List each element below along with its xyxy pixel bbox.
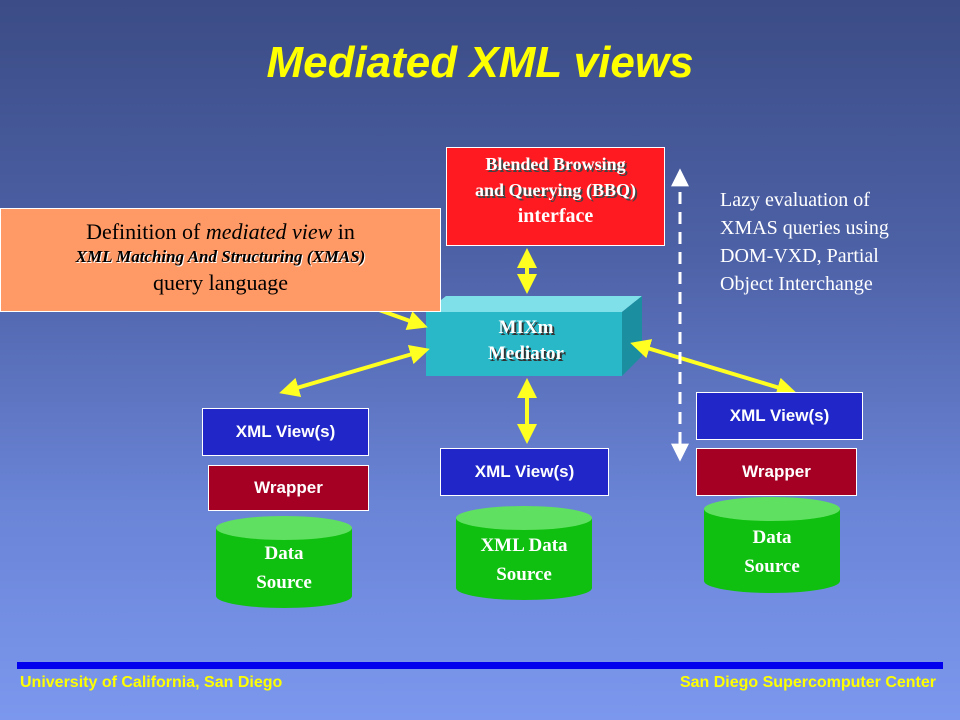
definition-line-1-emphasis: mediated view xyxy=(205,219,333,244)
definition-line-1: Definition of mediated view in xyxy=(1,218,440,246)
right-data-source-label: Data Source xyxy=(704,523,840,581)
mediator-label: MIXm Mediator xyxy=(426,315,626,367)
left-data-source-cylinder xyxy=(216,516,352,608)
left-data-source-label-line-1: Data xyxy=(264,543,304,564)
lazy-evaluation-note: Lazy evaluation of XMAS queries using DO… xyxy=(720,186,950,298)
right-data-source-label-line-2: Source xyxy=(744,556,800,577)
slide-title: Mediated XML views xyxy=(266,38,694,87)
lazy-note-line-4: Object Interchange xyxy=(720,273,873,295)
definition-line-3: query language xyxy=(153,270,288,295)
mediated-view-definition-box: Definition of mediated view in XML Match… xyxy=(0,208,441,312)
middle-data-source-label: XML Data Source xyxy=(456,531,592,589)
right-wrapper-box: Wrapper xyxy=(696,448,857,496)
definition-line-1-post: in xyxy=(332,219,355,244)
right-data-source-label-line-1: Data xyxy=(752,527,792,548)
middle-xml-view-box: XML View(s) xyxy=(440,448,609,496)
mediator-box-front xyxy=(426,312,622,376)
mediator-box xyxy=(426,296,642,376)
mediator-label-line-2: Mediator xyxy=(488,343,564,364)
bbq-interface-box: Blended Browsing and Querying (BBQ) inte… xyxy=(446,147,665,246)
arrow-mediator-left-view xyxy=(279,344,430,398)
middle-data-source-cylinder xyxy=(456,506,592,600)
left-xml-view-box: XML View(s) xyxy=(202,408,369,456)
mediator-label-line-1: MIXm xyxy=(498,317,554,338)
left-data-source-label-line-2: Source xyxy=(256,572,312,593)
right-data-source-cylinder xyxy=(704,497,840,593)
lazy-note-line-1: Lazy evaluation of xyxy=(720,189,870,211)
middle-data-source-label-line-1: XML Data xyxy=(480,535,568,556)
left-data-source-label: Data Source xyxy=(216,539,352,597)
lazy-note-line-3: DOM-VXD, Partial xyxy=(720,245,879,267)
footer-right-institution: San Diego Supercomputer Center xyxy=(679,674,936,691)
mediator-box-top xyxy=(426,296,642,312)
arrow-mediator-right-view xyxy=(630,339,797,397)
bbq-line-2: and Querying (BBQ) xyxy=(474,180,637,200)
definition-line-2: XML Matching And Structuring (XMAS) xyxy=(75,247,366,266)
footer-divider xyxy=(17,662,943,669)
middle-data-source-label-line-2: Source xyxy=(496,564,552,585)
lazy-note-line-2: XMAS queries using xyxy=(720,217,889,239)
definition-line-1-pre: Definition of xyxy=(86,219,206,244)
footer-left-institution: University of California, San Diego xyxy=(20,674,283,691)
bbq-line-1: Blended Browsing xyxy=(485,154,626,174)
bbq-line-3: interface xyxy=(517,205,594,227)
left-wrapper-box: Wrapper xyxy=(208,465,369,511)
right-xml-view-box: XML View(s) xyxy=(696,392,863,440)
